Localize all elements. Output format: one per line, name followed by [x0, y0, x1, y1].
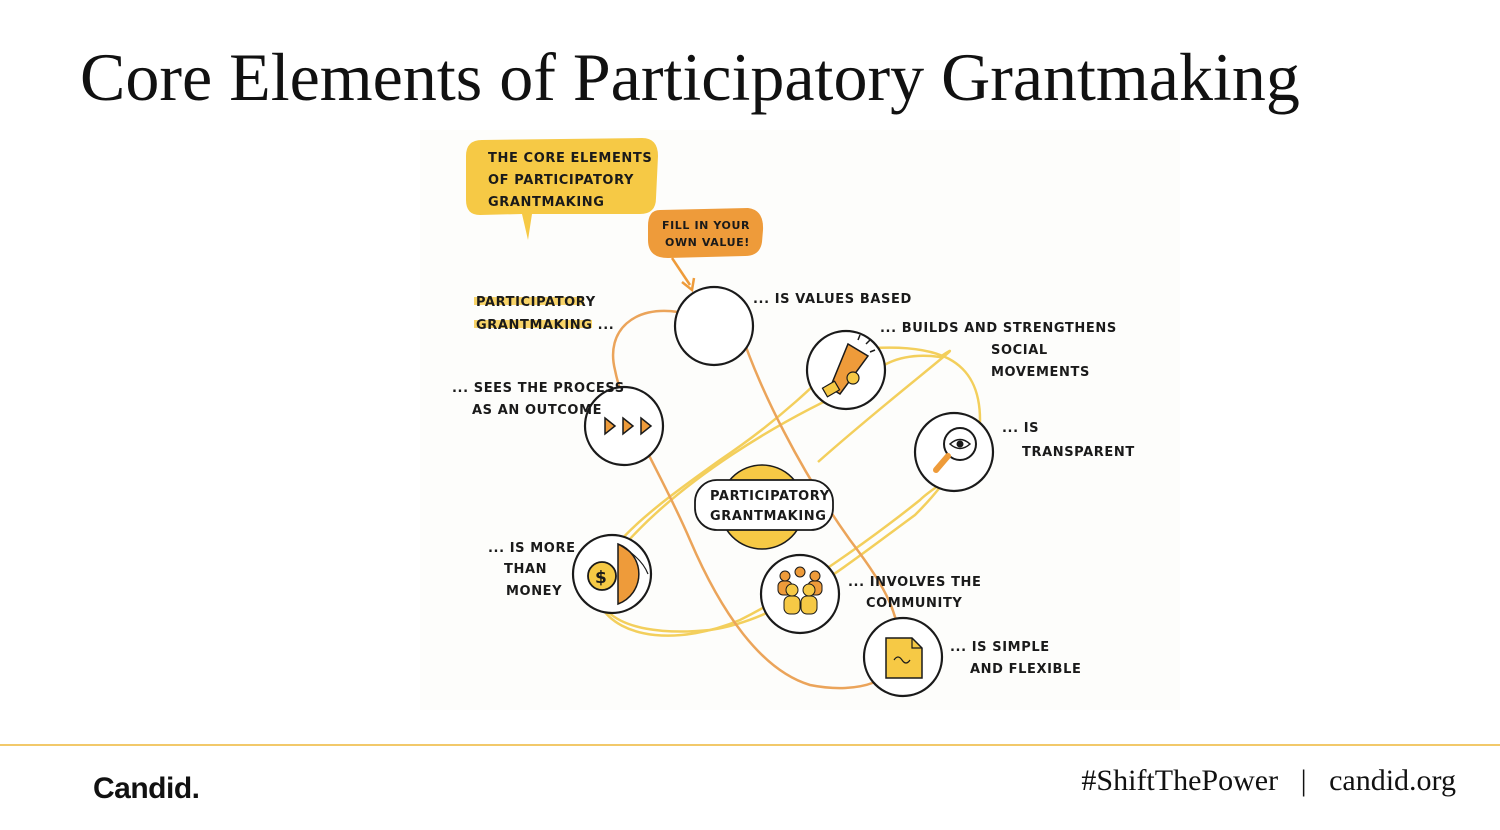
social-movements-line-2: SOCIAL: [991, 343, 1048, 358]
node-values-based: ... IS VALUES BASED: [673, 285, 912, 367]
node-simple-flexible: ... IS SIMPLE AND FLEXIBLE: [862, 616, 1081, 698]
diagram-canvas: THE CORE ELEMENTS OF PARTICIPATORY GRANT…: [452, 138, 1135, 698]
transparent-line-1: ... IS: [1002, 421, 1039, 436]
intro-label: PARTICIPATORY GRANTMAKING ...: [474, 295, 614, 333]
center-label-line-2: GRANTMAKING: [710, 509, 827, 524]
fill-bubble-line-2: OWN VALUE!: [665, 236, 750, 249]
site-link[interactable]: candid.org: [1329, 764, 1456, 797]
footer-separator: |: [1300, 764, 1307, 797]
node-community: ... INVOLVES THE COMMUNITY: [759, 553, 982, 635]
svg-text:$: $: [595, 568, 607, 588]
simple-flexible-line-2: AND FLEXIBLE: [970, 662, 1081, 677]
header-bubble-line-2: OF PARTICIPATORY: [488, 173, 634, 188]
intro-label-line-2: GRANTMAKING ...: [476, 318, 614, 333]
candid-logo: Candid.: [93, 772, 200, 805]
play-arrows-icon: [604, 416, 653, 436]
intro-label-line-1: PARTICIPATORY: [476, 295, 596, 310]
center-node: PARTICIPATORY GRANTMAKING: [694, 464, 834, 550]
magnifier-eye-icon: [933, 427, 977, 473]
people-group-icon: [777, 566, 823, 615]
node-more-than-money: $ ... IS MORE THAN MONEY: [488, 533, 653, 615]
orbit-yellow-outer: [595, 346, 982, 637]
dollar-coin-icon: $: [587, 542, 649, 606]
more-than-money-line-1: ... IS MORE: [488, 541, 576, 556]
slide-title: Core Elements of Participatory Grantmaki…: [80, 39, 1300, 115]
megaphone-icon: [821, 334, 876, 398]
hashtag-text: #ShiftThePower: [1081, 764, 1279, 797]
node-transparent: ... IS TRANSPARENT: [913, 411, 1135, 493]
participatory-grantmaking-diagram: THE CORE ELEMENTS OF PARTICIPATORY GRANT…: [420, 130, 1180, 710]
header-bubble-line-3: GRANTMAKING: [488, 195, 605, 210]
social-movements-line-1: ... BUILDS AND STRENGTHENS: [880, 321, 1117, 336]
empty-circle-icon: [673, 285, 755, 367]
header-speech-bubble: THE CORE ELEMENTS OF PARTICIPATORY GRANT…: [466, 138, 658, 240]
more-than-money-line-3: MONEY: [506, 584, 562, 599]
footer-links: #ShiftThePower | candid.org: [1081, 764, 1456, 798]
node-process-outcome: ... SEES THE PROCESS AS AN OUTCOME: [452, 381, 665, 467]
process-outcome-line-2: AS AN OUTCOME: [472, 403, 602, 418]
more-than-money-line-2: THAN: [504, 562, 547, 577]
transparent-line-2: TRANSPARENT: [1022, 445, 1135, 460]
fill-bubble-line-1: FILL IN YOUR: [662, 219, 750, 232]
social-movements-line-3: MOVEMENTS: [991, 365, 1090, 380]
center-label-line-1: PARTICIPATORY: [710, 489, 830, 504]
process-outcome-line-1: ... SEES THE PROCESS: [452, 381, 625, 396]
simple-flexible-line-1: ... IS SIMPLE: [950, 640, 1050, 655]
orbit-orange: [611, 309, 902, 690]
node-social-movements: ... BUILDS AND STRENGTHENS SOCIAL MOVEME…: [805, 321, 1117, 411]
community-line-2: COMMUNITY: [866, 596, 962, 611]
document-icon: [885, 637, 923, 679]
fill-value-speech-bubble: FILL IN YOUR OWN VALUE!: [648, 208, 764, 293]
community-line-1: ... INVOLVES THE: [848, 575, 982, 590]
values-based-label: ... IS VALUES BASED: [753, 292, 912, 307]
footer-divider: [0, 744, 1500, 746]
header-bubble-line-1: THE CORE ELEMENTS: [488, 151, 652, 166]
